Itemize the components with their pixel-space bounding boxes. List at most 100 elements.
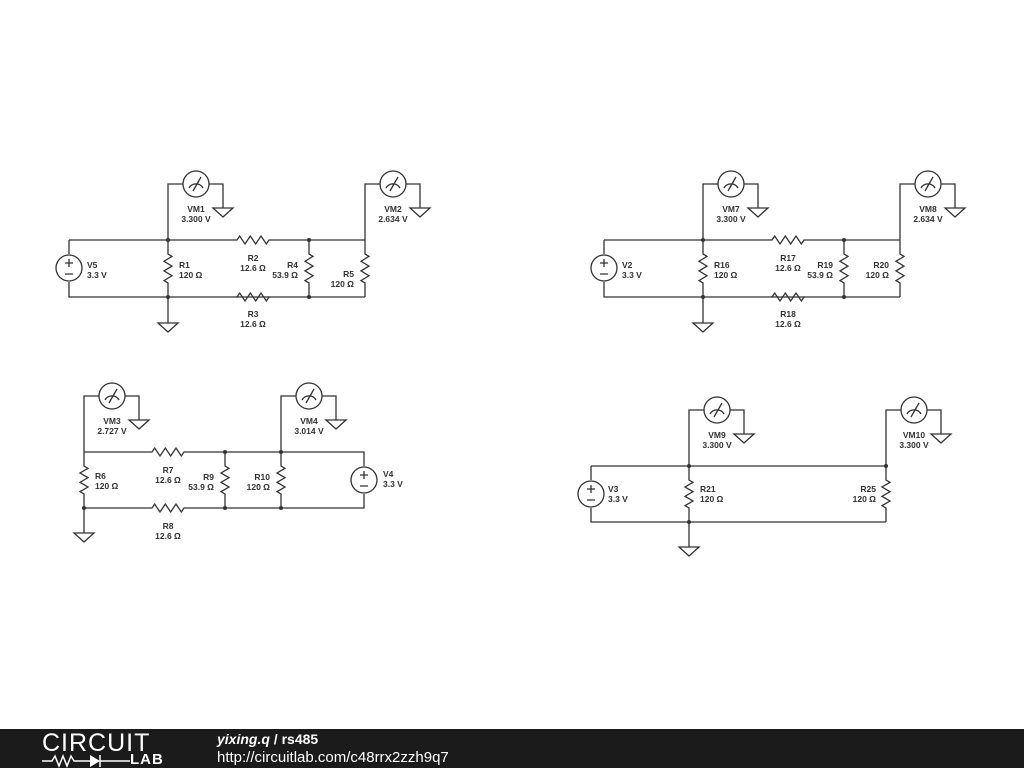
voltmeter-vm2[interactable] xyxy=(364,170,421,240)
logo-text-top: CIRCUIT xyxy=(42,729,151,757)
resistor-r18[interactable] xyxy=(771,291,805,303)
voltmeter-vm10[interactable] xyxy=(885,396,942,466)
resistor-r21[interactable] xyxy=(683,466,695,522)
label-r1-value: 120 Ω xyxy=(179,270,203,280)
voltage-source-v4[interactable] xyxy=(350,466,378,494)
label-r19-value: 53.9 Ω xyxy=(807,270,833,280)
wires xyxy=(68,238,900,547)
ground-icon xyxy=(72,532,96,543)
label-r5-name: R5 xyxy=(343,269,354,279)
label-r10-value: 120 Ω xyxy=(247,482,271,492)
label-r18-value: 12.6 Ω xyxy=(775,319,801,329)
ground-icon xyxy=(127,419,151,430)
ground-icon xyxy=(156,322,180,333)
label-r4-value: 53.9 Ω xyxy=(272,270,298,280)
wire xyxy=(83,451,365,533)
label-vm2-value: 2.634 V xyxy=(378,214,408,224)
footer-bar: CIRCUIT LAB yixing.q / rs485 http://circ… xyxy=(0,729,1024,769)
label-v2-name: V2 xyxy=(622,260,633,270)
label-r7-value: 12.6 Ω xyxy=(155,475,181,485)
label-v4-name: V4 xyxy=(383,469,394,479)
label-r21-value: 120 Ω xyxy=(700,494,724,504)
label-vm9-value: 3.300 V xyxy=(702,440,732,450)
label-r1-name: R1 xyxy=(179,260,190,270)
label-vm10-value: 3.300 V xyxy=(899,440,929,450)
label-r16-name: R16 xyxy=(714,260,730,270)
resistor-r19[interactable] xyxy=(838,240,850,297)
label-vm7-name: VM7 xyxy=(722,204,740,214)
label-r18-name: R18 xyxy=(780,309,796,319)
circuitlab-logo[interactable]: CIRCUIT LAB xyxy=(42,729,182,769)
resistor-r25[interactable] xyxy=(880,466,892,522)
label-v4-value: 3.3 V xyxy=(383,479,403,489)
ground-icon xyxy=(746,207,770,218)
voltage-source-v5[interactable] xyxy=(55,254,83,282)
username-link[interactable]: yixing.q xyxy=(217,731,270,747)
ground-icon xyxy=(691,322,715,333)
resistor-r6[interactable] xyxy=(78,452,90,508)
resistor-r8[interactable] xyxy=(151,502,185,514)
voltage-source-v2[interactable] xyxy=(590,254,618,282)
voltmeter-vm9[interactable] xyxy=(688,396,745,466)
resistor-r7[interactable] xyxy=(151,446,185,458)
resistor-r4[interactable] xyxy=(303,240,315,297)
label-vm4-name: VM4 xyxy=(300,416,318,426)
label-r19-name: R19 xyxy=(817,260,833,270)
resistor-r10[interactable] xyxy=(275,452,287,508)
label-vm9-name: VM9 xyxy=(708,430,726,440)
logo-waveform-icon xyxy=(42,753,130,769)
resistor-r17[interactable] xyxy=(771,234,805,246)
label-vm1-name: VM1 xyxy=(187,204,205,214)
components xyxy=(55,170,967,557)
resistor-r1[interactable] xyxy=(162,240,174,297)
resistor-r9[interactable] xyxy=(219,452,231,508)
ground-icon xyxy=(929,433,953,444)
ground-icon xyxy=(677,546,701,557)
label-vm7-value: 3.300 V xyxy=(716,214,746,224)
voltmeter-vm1[interactable] xyxy=(167,170,224,240)
label-r17-name: R17 xyxy=(780,253,796,263)
resistor-r2[interactable] xyxy=(236,234,270,246)
label-r6-name: R6 xyxy=(95,471,106,481)
resistor-r5[interactable] xyxy=(359,240,371,297)
label-r3-name: R3 xyxy=(248,309,259,319)
ground-icon xyxy=(211,207,235,218)
circuit-name-link[interactable]: rs485 xyxy=(281,731,319,747)
label-v5-name: V5 xyxy=(87,260,98,270)
label-r20-value: 120 Ω xyxy=(866,270,890,280)
voltmeter-vm3[interactable] xyxy=(83,382,140,452)
label-r5-value: 120 Ω xyxy=(331,279,355,289)
label-r25-name: R25 xyxy=(860,484,876,494)
label-v2-value: 3.3 V xyxy=(622,270,642,280)
ground-icon xyxy=(408,207,432,218)
label-r21-name: R21 xyxy=(700,484,716,494)
label-r8-value: 12.6 Ω xyxy=(155,531,181,541)
circuit-url[interactable]: http://circuitlab.com/c48rrx2zzh9q7 xyxy=(217,749,449,766)
circuit-owner-line: yixing.q / rs485 xyxy=(217,731,318,747)
resistor-r16[interactable] xyxy=(697,240,709,297)
label-r16-value: 120 Ω xyxy=(714,270,738,280)
label-r9-name: R9 xyxy=(203,472,214,482)
label-r10-name: R10 xyxy=(254,472,270,482)
label-vm2-name: VM2 xyxy=(384,204,402,214)
label-r2-name: R2 xyxy=(248,253,259,263)
resistor-r3[interactable] xyxy=(236,291,270,303)
label-r25-value: 120 Ω xyxy=(853,494,877,504)
label-r9-value: 53.9 Ω xyxy=(188,482,214,492)
voltmeter-vm8[interactable] xyxy=(899,170,956,240)
label-vm8-value: 2.634 V xyxy=(913,214,943,224)
voltmeter-vm4[interactable] xyxy=(280,382,337,452)
voltmeter-vm7[interactable] xyxy=(702,170,759,240)
label-r3-value: 12.6 Ω xyxy=(240,319,266,329)
owner-separator: / xyxy=(269,731,282,747)
label-v3-name: V3 xyxy=(608,484,619,494)
label-vm3-value: 2.727 V xyxy=(97,426,127,436)
voltage-source-v3[interactable] xyxy=(577,480,605,508)
label-v3-value: 3.3 V xyxy=(608,494,628,504)
label-r20-name: R20 xyxy=(873,260,889,270)
resistor-r20[interactable] xyxy=(894,240,906,297)
ground-icon xyxy=(732,433,756,444)
label-vm8-name: VM8 xyxy=(919,204,937,214)
label-r8-name: R8 xyxy=(163,521,174,531)
